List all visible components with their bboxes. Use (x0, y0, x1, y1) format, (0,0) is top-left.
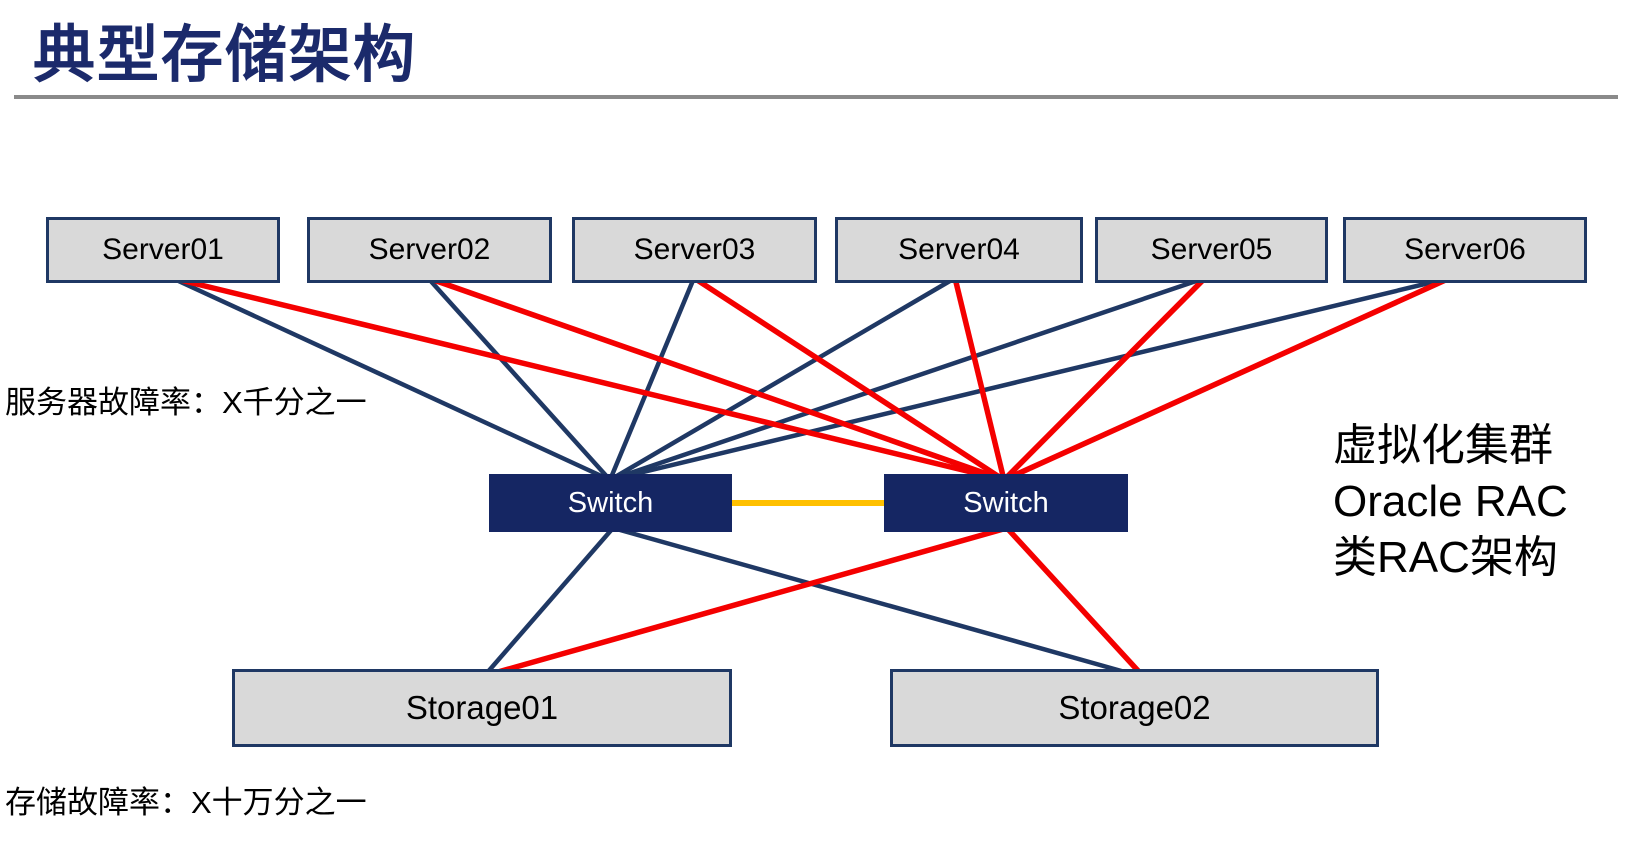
node-server04-label: Server04 (898, 233, 1020, 266)
node-storage01-label: Storage01 (405, 689, 559, 726)
edge-server6-switch1 (609, 275, 1451, 483)
node-server03-label: Server03 (633, 233, 756, 266)
edge-server2-switch2 (427, 275, 1005, 483)
edge-server4-switch2 (952, 277, 1007, 481)
edge-switch2-storage2 (1004, 526, 1144, 676)
edge-server1-switch1 (171, 275, 611, 483)
edge-switch2-storage1 (490, 525, 1008, 677)
edge-server3-switch2 (692, 275, 1006, 483)
edge-server5-switch2 (1002, 276, 1207, 482)
node-server01-label: Server01 (102, 233, 224, 266)
node-server05: Server05 (1095, 217, 1328, 283)
edge-server1-switch2 (171, 275, 1005, 483)
node-server03: Server03 (572, 217, 817, 283)
node-storage01: Storage01 (232, 669, 732, 747)
node-server02: Server02 (307, 217, 552, 283)
node-switch-right: Switch (884, 474, 1128, 532)
node-server02-label: Server02 (368, 233, 491, 266)
annotation-line-2: Oracle RAC (1333, 477, 1568, 526)
edge-server3-switch1 (607, 277, 697, 481)
cluster-annotation: 虚拟化集群 Oracle RAC 类RAC架构 (1333, 418, 1568, 586)
node-server01: Server01 (46, 217, 280, 283)
edge-server6-switch2 (1002, 275, 1452, 483)
annotation-line-1: 虚拟化集群 (1333, 421, 1553, 470)
node-switch-left-label: Switch (567, 486, 654, 519)
edge-server4-switch1 (608, 276, 957, 482)
node-server05-label: Server05 (1150, 233, 1273, 266)
edge-switch1-storage1 (484, 526, 615, 676)
node-server06: Server06 (1343, 217, 1587, 283)
annotation-line-3: 类RAC架构 (1333, 533, 1558, 582)
edge-server2-switch1 (426, 276, 612, 482)
edge-server5-switch1 (609, 275, 1206, 483)
node-server04: Server04 (835, 217, 1083, 283)
page-title: 典型存储架构 (33, 21, 418, 90)
node-storage02: Storage02 (890, 669, 1379, 747)
storage-failure-rate-caption: 存储故障率：X十万分之一 (5, 785, 367, 820)
node-switch-left: Switch (489, 474, 732, 532)
server-failure-rate-caption: 服务器故障率：X千分之一 (5, 385, 367, 420)
edge-switch1-storage2 (612, 525, 1133, 677)
node-storage02-label: Storage02 (1058, 689, 1211, 726)
title-divider-line (14, 95, 1618, 99)
node-switch-right-label: Switch (963, 486, 1049, 519)
node-server06-label: Server06 (1404, 233, 1526, 266)
